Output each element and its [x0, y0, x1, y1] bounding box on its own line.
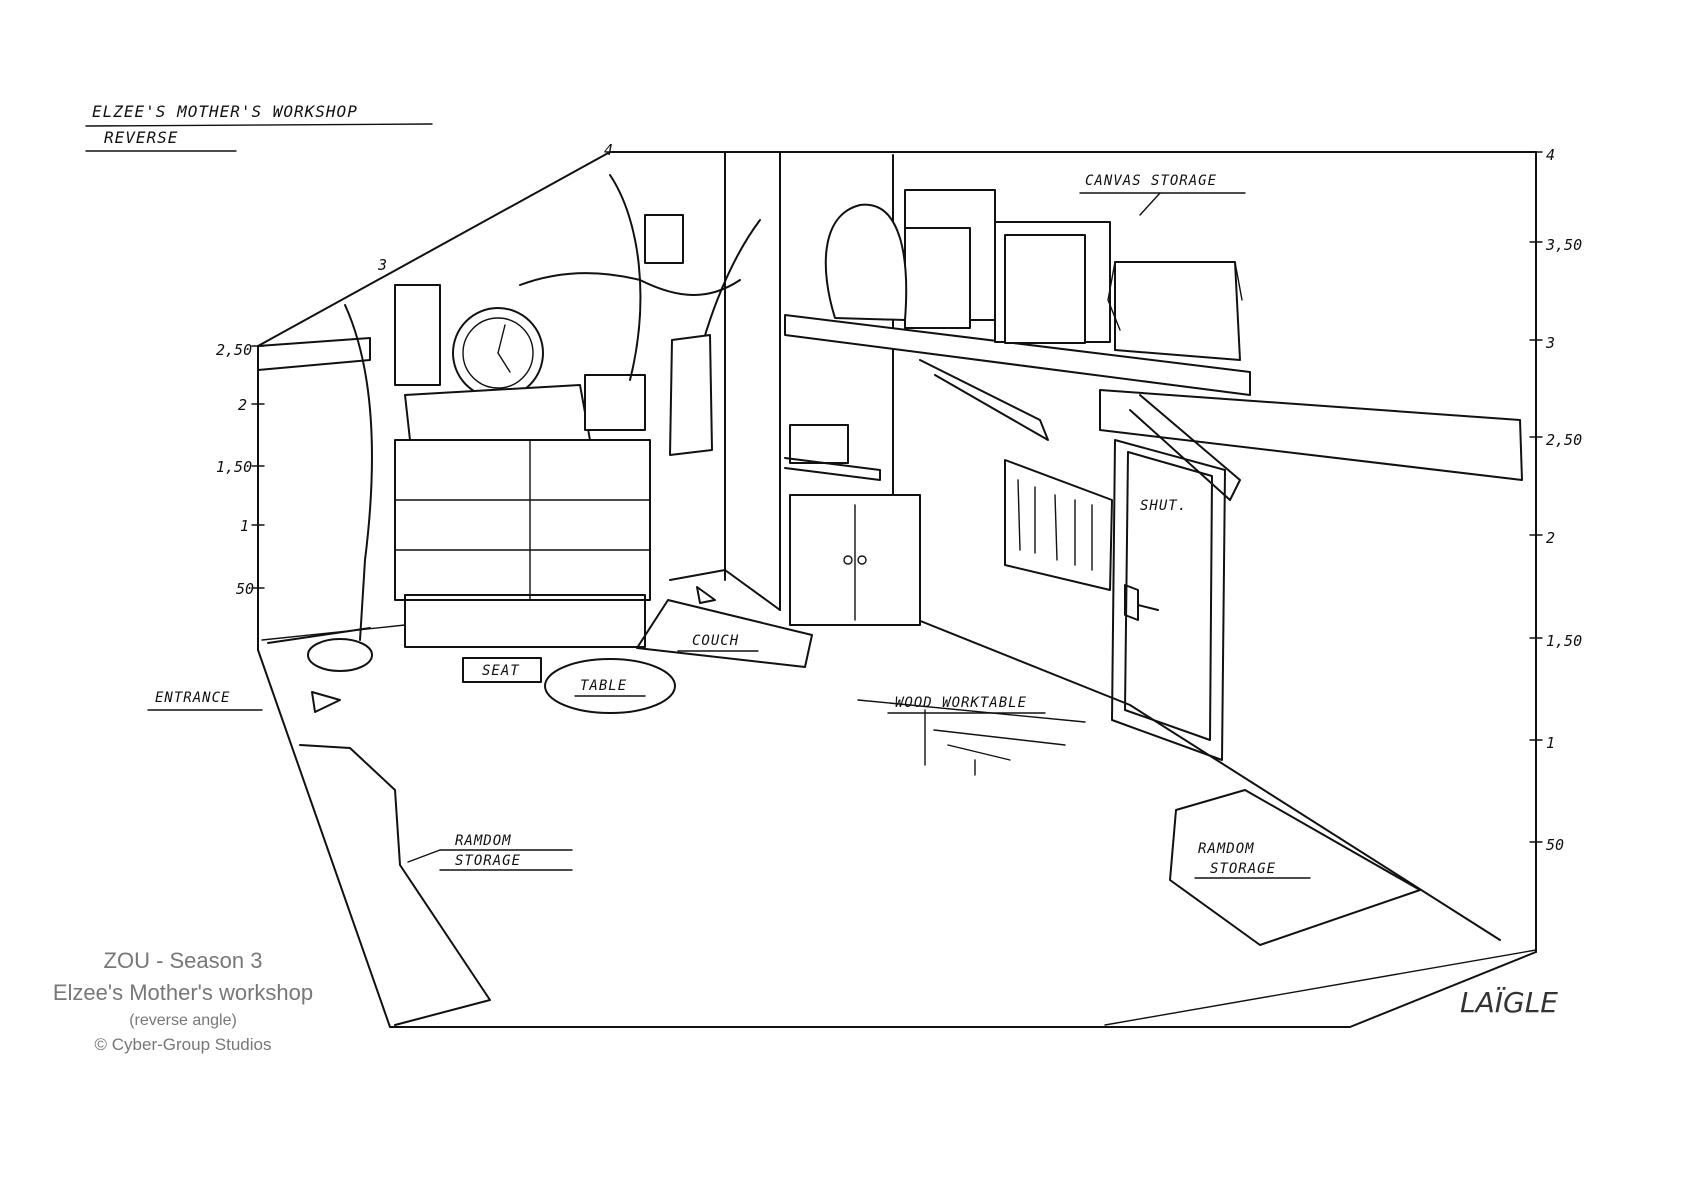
- tool-board: [1004, 459, 1113, 591]
- left-scale-250: 2,50: [216, 341, 252, 359]
- table-marker: [544, 658, 676, 714]
- credit-angle: (reverse angle): [129, 1012, 237, 1029]
- seat-marker: [307, 638, 373, 672]
- label-random-storage-right-2: STORAGE: [1210, 861, 1276, 877]
- right-scale-350: 3,50: [1545, 236, 1582, 254]
- credits-block: ZOU - Season 3 Elzee's Mother's workshop…: [53, 948, 313, 1054]
- left-scale-50: 50: [236, 580, 254, 598]
- right-scale-2: 2: [1546, 529, 1555, 547]
- credit-series: ZOU - Season 3: [104, 948, 263, 973]
- right-scale-3: 3: [1545, 334, 1555, 352]
- random-storage-left-zone: [299, 744, 491, 1026]
- label-seat: SEAT: [482, 663, 520, 679]
- kitchenette: [784, 424, 921, 626]
- label-shut: SHUT.: [1140, 498, 1187, 514]
- label-table: TABLE: [580, 678, 627, 694]
- label-wood-worktable: WOOD WORKTABLE: [895, 695, 1027, 711]
- couch-marker: [636, 599, 813, 668]
- left-scale-150: 1,50: [216, 458, 252, 476]
- credit-copyright: © Cyber-Group Studios: [95, 1035, 272, 1054]
- credit-location: Elzee's Mother's workshop: [53, 980, 313, 1005]
- drawing-subtitle: REVERSE: [104, 128, 178, 147]
- canvas-shelf: [784, 189, 1251, 501]
- corner-mark-top-a: 4: [604, 141, 613, 159]
- bookshelf-pile: [394, 284, 651, 648]
- right-height-scale: 4 3,50 3 2,50 2 1,50 1 50: [1529, 146, 1582, 854]
- worktable-footprint: [857, 699, 1086, 776]
- header-block: ELZEE'S MOTHER'S WORKSHOP REVERSE: [85, 102, 433, 152]
- right-scale-4: 4: [1546, 146, 1555, 164]
- label-canvas-storage: CANVAS STORAGE: [1085, 173, 1217, 189]
- left-height-scale: 2,50 2 1,50 1 50: [216, 341, 265, 651]
- left-scale-2: 2: [238, 396, 247, 414]
- label-random-storage-left-1: RAMDOM: [455, 833, 512, 849]
- label-entrance: ENTRANCE: [155, 690, 230, 706]
- door: [1111, 439, 1226, 761]
- floor-markers: [299, 586, 1421, 1026]
- random-storage-right-zone: [1169, 789, 1421, 946]
- right-scale-150: 1,50: [1546, 632, 1582, 650]
- label-random-storage-right-1: RAMDOM: [1198, 841, 1255, 857]
- drawing-title: ELZEE'S MOTHER'S WORKSHOP: [92, 102, 358, 121]
- entrance-arrow-icon: [311, 691, 341, 713]
- right-scale-250: 2,50: [1546, 431, 1582, 449]
- right-scale-1: 1: [1546, 734, 1555, 752]
- floor-outline: [257, 649, 1537, 1028]
- label-couch: COUCH: [692, 633, 739, 649]
- tree-decoration: [344, 174, 761, 641]
- label-random-storage-left-2: STORAGE: [455, 853, 521, 869]
- corner-mark-top-b: 3: [377, 256, 387, 274]
- right-scale-50: 50: [1546, 836, 1564, 854]
- artist-signature: LAÏGLE: [1460, 986, 1558, 1019]
- left-scale-1: 1: [240, 517, 249, 535]
